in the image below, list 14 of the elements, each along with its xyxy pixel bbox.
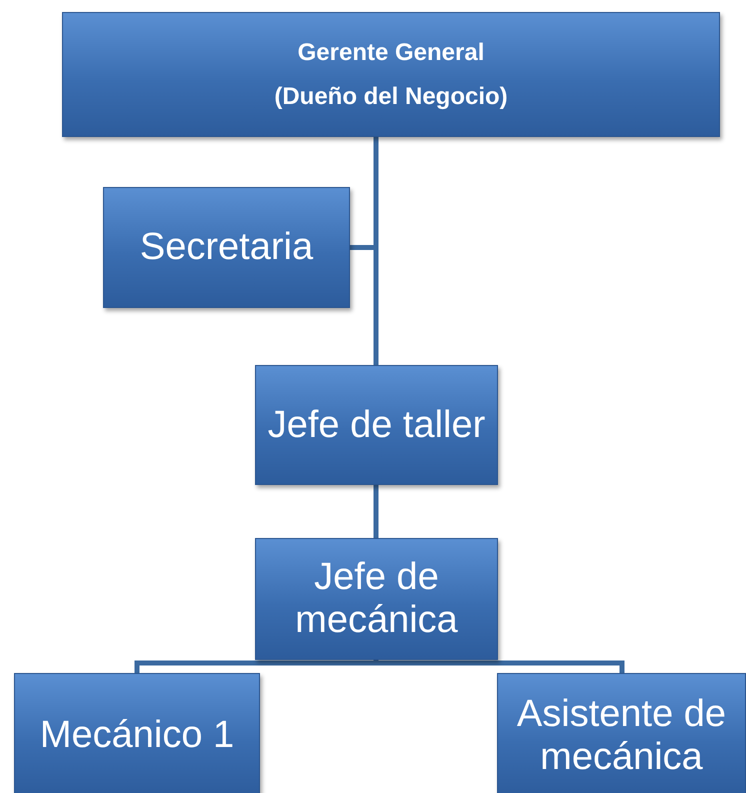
org-box (103, 187, 350, 308)
role-label: (Dueño del Negocio) (274, 82, 508, 110)
org-box (14, 673, 260, 793)
org-box (497, 673, 746, 793)
org-box (255, 538, 498, 660)
role-label: Secretaria (140, 226, 314, 269)
org-box (255, 365, 498, 485)
org-box (62, 12, 720, 137)
role-label: Asistente de mecánica (516, 692, 728, 778)
role-label: Jefe de mecánica (294, 556, 459, 642)
role-label: Jefe de taller (268, 404, 486, 446)
connector-line (374, 485, 378, 538)
role-label: Gerente General (298, 38, 484, 66)
role-label: Mecánico 1 (40, 714, 234, 757)
